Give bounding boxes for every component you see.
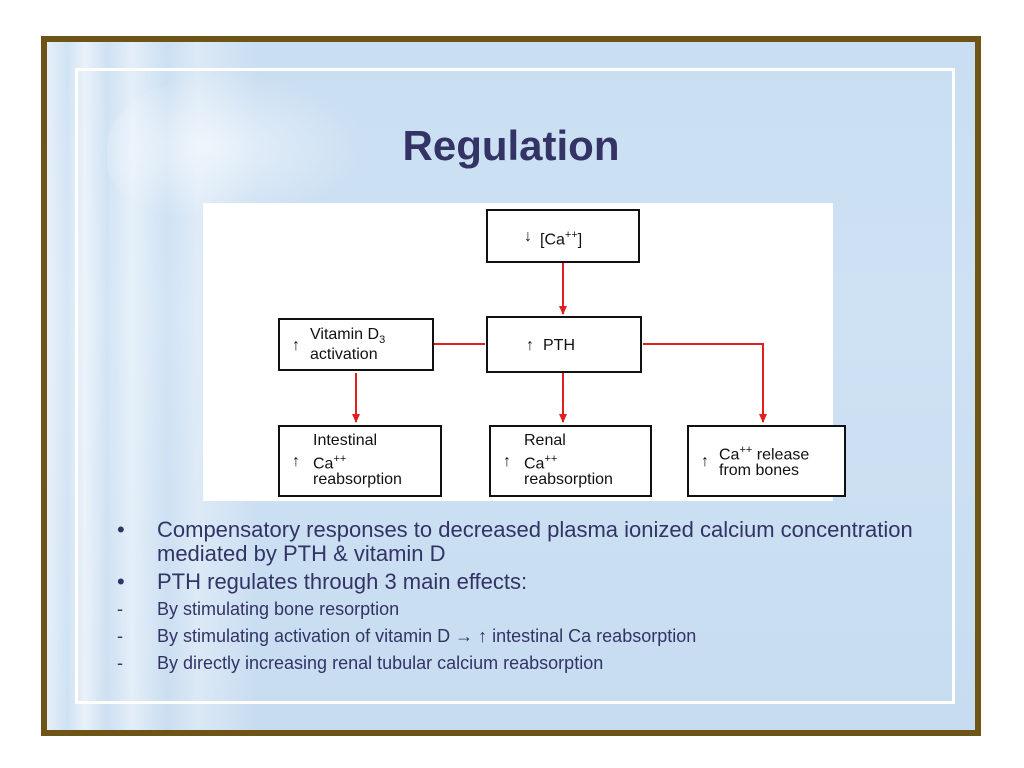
down-arrow-icon: ↓ xyxy=(524,228,532,245)
bullet-marker: • xyxy=(117,569,125,594)
slide-title: Regulation xyxy=(402,122,620,169)
bullet-text: Compensatory responses to decreased plas… xyxy=(157,517,913,566)
up-arrow-icon: ↑ xyxy=(701,453,709,470)
node-intestinal-reabsorption-label: reabsorption xyxy=(313,471,402,488)
node-renal-ca: Ca xyxy=(524,455,545,473)
node-vitamin-d-subscript: 3 xyxy=(379,334,386,347)
calcium-regulation-diagram: ↓ [Ca++] ↑ PTH ↑ Vitamin D3 activation ↑… xyxy=(203,203,846,501)
bullet-text: PTH regulates through 3 main effects: xyxy=(157,569,528,594)
node-renal-label: Renal xyxy=(524,432,566,449)
up-arrow-icon: ↑ xyxy=(292,337,300,354)
sub-bullet-item: - By stimulating activation of vitamin D… xyxy=(117,625,917,647)
node-low-calcium-label: [Ca xyxy=(540,231,565,249)
node-renal-superscript: ++ xyxy=(544,453,558,465)
up-arrow-icon: ↑ xyxy=(503,453,511,470)
node-bone-release-label: release xyxy=(752,446,810,464)
sub-bullet-text: By stimulating bone resorption xyxy=(157,599,400,619)
up-arrow-icon: ↑ xyxy=(292,453,300,470)
bullet-marker: • xyxy=(117,517,125,542)
sub-bullet-text: By directly increasing renal tubular cal… xyxy=(157,653,604,673)
sub-bullet-text: By stimulating activation of vitamin D →… xyxy=(157,626,697,646)
inner-border xyxy=(75,68,955,704)
bullet-item: • Compensatory responses to decreased pl… xyxy=(117,518,917,566)
connector-pth-to-bone xyxy=(643,343,767,423)
bullet-item: • PTH regulates through 3 main effects: xyxy=(117,570,917,594)
node-intestinal-reabsorption: ↑ Intestinal Ca++ reabsorption xyxy=(278,425,442,497)
node-vitamin-d-label: Vitamin D xyxy=(310,326,380,343)
node-intestinal-ca: Ca xyxy=(313,455,334,473)
node-low-calcium-superscript: ++ xyxy=(564,229,578,241)
sub-bullet-marker: - xyxy=(117,626,123,646)
sub-bullet-marker: - xyxy=(117,653,123,673)
node-intestinal-superscript: ++ xyxy=(333,453,347,465)
bullet-list: • Compensatory responses to decreased pl… xyxy=(117,518,917,679)
node-vitamin-d-activation: ↑ Vitamin D3 activation xyxy=(278,318,434,371)
node-pth-label: PTH xyxy=(543,337,575,354)
sub-bullet-item: - By stimulating bone resorption xyxy=(117,598,917,620)
node-vitamin-d-activation-label: activation xyxy=(310,346,378,363)
up-arrow-icon: ↑ xyxy=(526,337,534,354)
node-bone-from-bones-label: from bones xyxy=(719,462,800,479)
node-intestinal-label: Intestinal xyxy=(313,432,378,449)
node-low-calcium: ↓ [Ca++] xyxy=(486,209,640,263)
sub-bullet-item: - By directly increasing renal tubular c… xyxy=(117,652,917,674)
node-low-calcium-bracket: ] xyxy=(577,231,583,249)
node-bone-ca: Ca xyxy=(719,446,740,464)
node-bone-release: ↑ Ca++ release from bones xyxy=(687,425,846,497)
node-renal-reabsorption: ↑ Renal Ca++ reabsorption xyxy=(489,425,652,497)
node-pth: ↑ PTH xyxy=(486,316,642,373)
node-renal-reabsorption-label: reabsorption xyxy=(524,471,613,488)
sub-bullet-marker: - xyxy=(117,599,123,619)
background-capital-decoration xyxy=(107,72,367,222)
slide-frame: Regulation ↓ [Ca++] ↑ PTH ↑ Vitamin D3 xyxy=(41,36,981,736)
node-bone-superscript: ++ xyxy=(739,444,753,456)
